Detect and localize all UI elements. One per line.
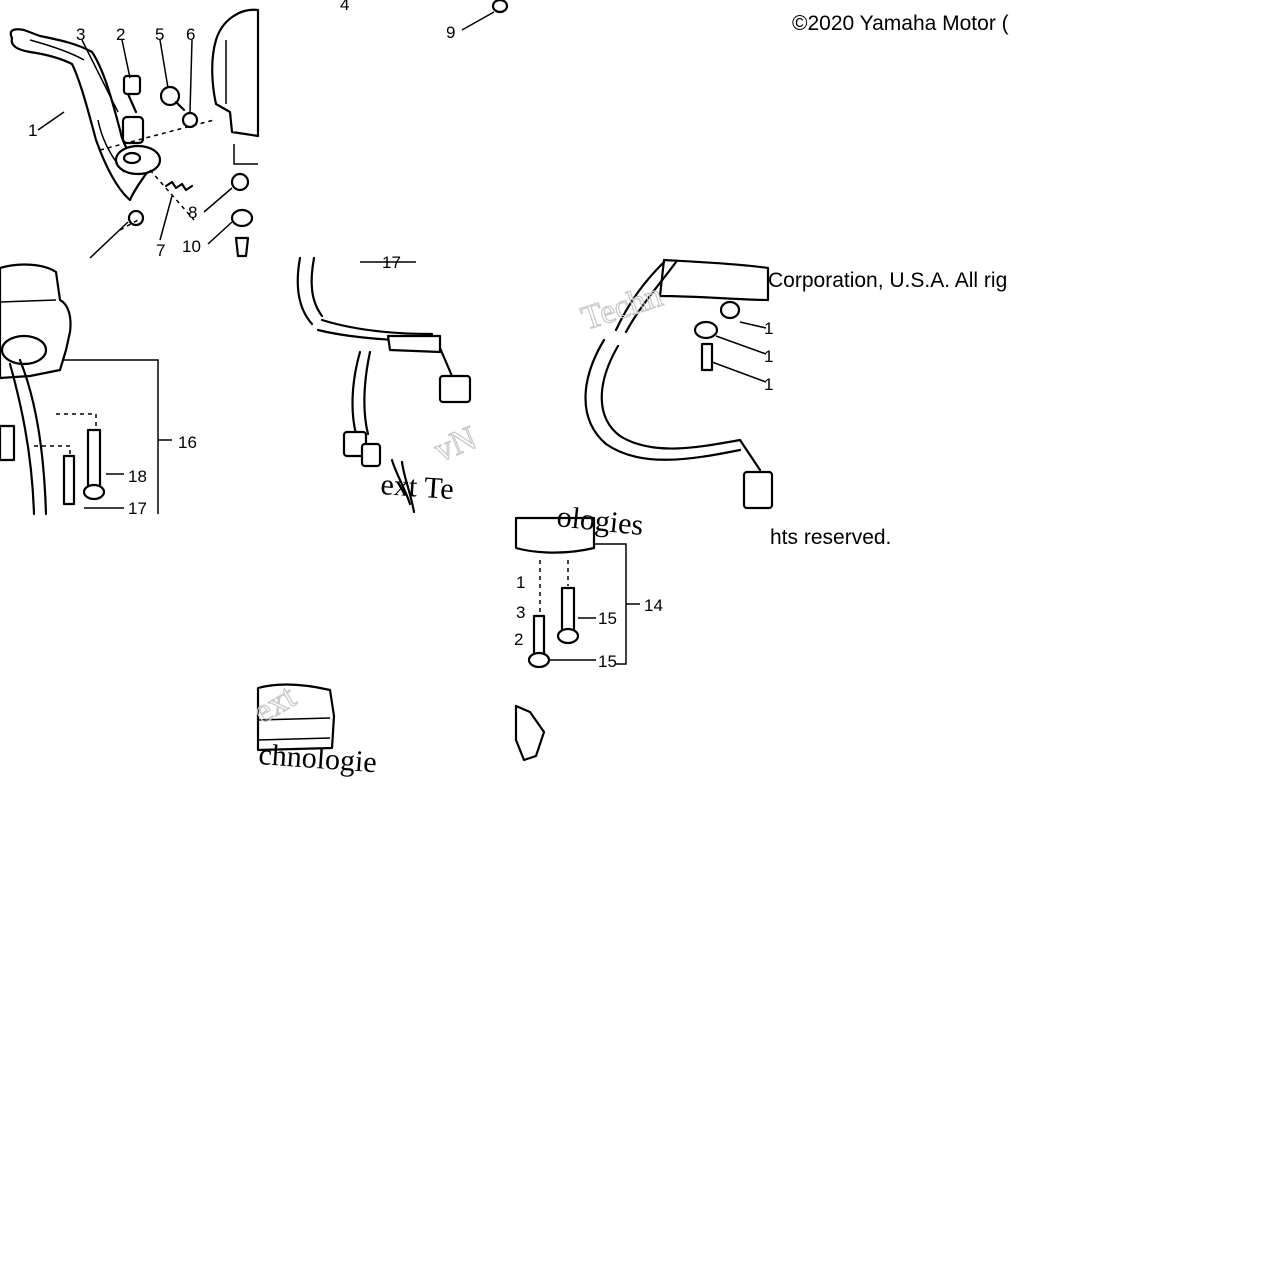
callout-11: 1 xyxy=(516,573,525,592)
callout-14: 14 xyxy=(644,596,663,615)
copyright-line-3: hts reserved. xyxy=(770,526,891,549)
callout-1: 1 xyxy=(28,121,37,140)
copyright-line-2: Corporation, U.S.A. All rig xyxy=(768,269,1007,292)
callout-10: 10 xyxy=(182,237,201,256)
callout-17: 17 xyxy=(128,499,147,518)
wiring-harness: 17 xyxy=(296,253,472,514)
callout-15-upper: 15 xyxy=(598,609,617,628)
watermark-word-1: Techn xyxy=(577,277,667,338)
callout-8: 8 xyxy=(188,203,197,222)
callout-18: 18 xyxy=(128,467,147,486)
watermark: Techn vN ext Te ologies ext chnologie xyxy=(247,276,668,779)
callout-top-partial: 17 xyxy=(382,253,401,272)
callout-2: 2 xyxy=(116,25,125,44)
callout-right-3: 1 xyxy=(764,375,773,394)
brake-lever-assembly: 3 2 5 6 1 8 7 10 xyxy=(9,8,260,260)
top-fasteners: 4 9 xyxy=(340,0,509,42)
watermark-word-6: chnologie xyxy=(258,738,378,779)
callout-9: 9 xyxy=(446,23,455,42)
watermark-word-2: vN xyxy=(429,420,481,470)
callout-4: 4 xyxy=(340,0,349,14)
callout-7: 7 xyxy=(156,241,165,260)
callout-right-1: 1 xyxy=(764,319,773,338)
callout-6: 6 xyxy=(186,25,195,44)
lower-switch-housing xyxy=(256,683,546,762)
callout-13: 3 xyxy=(516,603,525,622)
callout-16: 16 xyxy=(178,433,197,452)
screws-group-14: 14 15 15 1 3 2 xyxy=(514,516,663,671)
callout-15-lower: 15 xyxy=(598,652,617,671)
left-switch-housing: 16 18 17 xyxy=(0,263,197,518)
callout-5: 5 xyxy=(155,25,164,44)
watermark-word-3: ext Te xyxy=(380,468,455,506)
copyright-line-1: ©2020 Yamaha Motor ( xyxy=(792,12,1009,35)
callout-3: 3 xyxy=(76,25,85,44)
callout-12: 2 xyxy=(514,630,523,649)
right-switch-harness: 1 1 1 xyxy=(584,258,773,510)
callout-right-2: 1 xyxy=(764,347,773,366)
